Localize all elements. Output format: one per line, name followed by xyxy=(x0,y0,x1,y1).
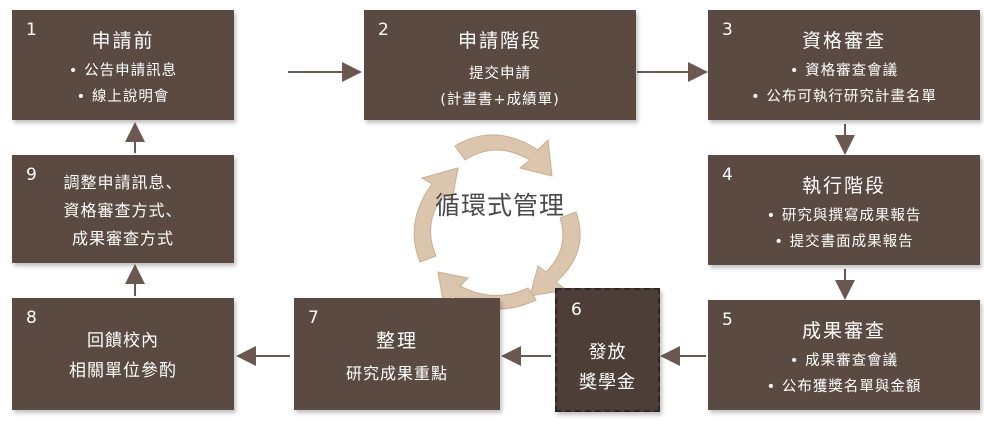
step-bullet: 成果審查會議 xyxy=(708,348,980,374)
step-bullet: 線上說明會 xyxy=(12,84,234,110)
step-line: 研究成果重點 xyxy=(345,364,448,383)
step-line: (計畫書+成績單) xyxy=(440,92,560,108)
step-title-line: 回饋校內 xyxy=(87,331,159,351)
step-7-box: 7 整理 研究成果重點 xyxy=(294,298,500,410)
step-1-box: 1 申請前 公告申請訊息 線上說明會 xyxy=(12,10,234,120)
step-number: 4 xyxy=(722,165,733,185)
step-number: 8 xyxy=(26,308,37,328)
cycle-arrows-icon xyxy=(413,134,581,310)
step-bullet: 研究與撰寫成果報告 xyxy=(708,203,980,229)
step-title-line: 成果審查方式 xyxy=(71,229,174,248)
cycle-management-label: 循環式管理 xyxy=(434,191,565,220)
step-bullet: 提交書面成果報告 xyxy=(708,229,980,255)
step-title-line: 獎學金 xyxy=(579,372,636,393)
step-title: 申請階段 xyxy=(457,30,542,52)
step-number: 7 xyxy=(308,308,319,328)
step-title: 申請前 xyxy=(91,30,155,52)
step-number: 6 xyxy=(571,300,582,320)
step-title: 執行階段 xyxy=(801,175,886,197)
step-title: 資格審查 xyxy=(801,30,886,52)
step-9-box: 9 調整申請訊息、 資格審查方式、 成果審查方式 xyxy=(12,155,234,263)
step-title: 成果審查 xyxy=(801,320,886,342)
step-5-box: 5 成果審查 成果審查會議 公布獲獎名單與金額 xyxy=(708,300,980,410)
step-number: 2 xyxy=(378,20,389,40)
step-title-line: 相關單位參酌 xyxy=(69,361,177,381)
step-title: 整理 xyxy=(375,330,418,352)
step-bullet: 公告申請訊息 xyxy=(12,58,234,84)
step-number: 9 xyxy=(26,165,37,185)
step-line: 提交申請 xyxy=(469,66,531,82)
step-number: 3 xyxy=(722,20,733,40)
step-3-box: 3 資格審查 資格審查會議 公布可執行研究計畫名單 xyxy=(708,10,980,120)
step-8-box: 8 回饋校內 相關單位參酌 xyxy=(12,298,234,410)
step-number: 5 xyxy=(722,310,733,330)
step-title-line: 資格審查方式、 xyxy=(63,201,183,220)
step-title-line: 發放 xyxy=(588,342,627,363)
step-title-line: 調整申請訊息、 xyxy=(63,173,183,192)
step-6-box: 6 發放 獎學金 xyxy=(555,288,660,412)
step-bullet: 資格審查會議 xyxy=(708,58,980,84)
step-bullet: 公布獲獎名單與金額 xyxy=(708,374,980,400)
step-number: 1 xyxy=(26,20,37,40)
step-2-box: 2 申請階段 提交申請 (計畫書+成績單) xyxy=(364,10,636,120)
step-bullet: 公布可執行研究計畫名單 xyxy=(708,84,980,110)
step-4-box: 4 執行階段 研究與撰寫成果報告 提交書面成果報告 xyxy=(708,155,980,265)
